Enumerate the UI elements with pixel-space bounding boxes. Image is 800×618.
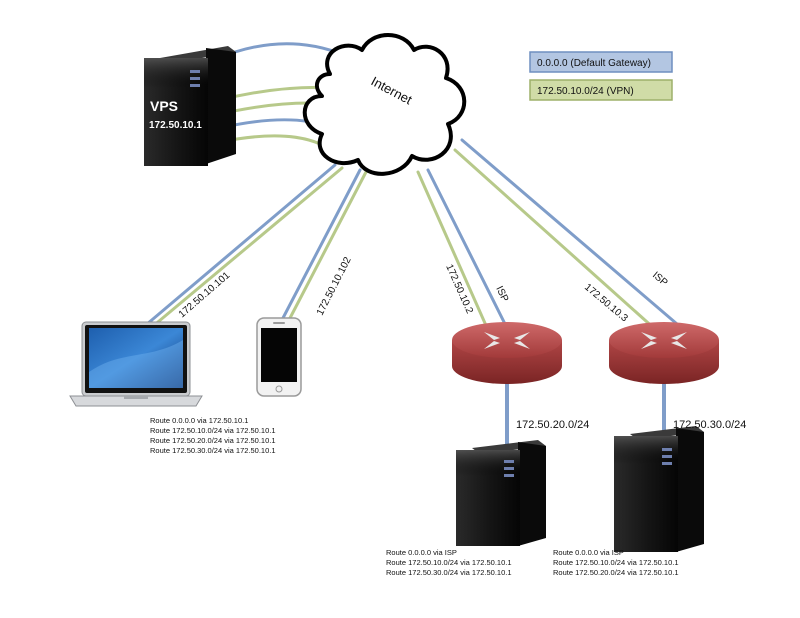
site1-route-table: Route 0.0.0.0 via ISP Route 172.50.10.0/… [386, 548, 512, 577]
site2-server [614, 426, 704, 552]
vps-server: VPS 172.50.10.1 [144, 46, 236, 166]
vps-drive-light-3 [190, 84, 200, 87]
vps-title: VPS [150, 98, 178, 114]
router-2-arrows-icon [641, 332, 687, 349]
router1-vpn-link [416, 170, 490, 332]
site2-route-table: Route 0.0.0.0 via ISP Route 172.50.10.0/… [553, 548, 679, 577]
laptop-screen [89, 328, 183, 388]
laptop-route: Route 172.50.10.0/24 via 172.50.10.1 [150, 426, 276, 435]
legend: 0.0.0.0 (Default Gateway) 172.50.10.0/24… [529, 51, 673, 101]
phone-vpn-link [287, 170, 368, 322]
laptop-vpn-link [144, 166, 344, 334]
site1-server [456, 440, 546, 546]
router2-vpn-link [453, 148, 658, 332]
site2-drive-light-2 [662, 455, 672, 458]
site1-route: Route 172.50.30.0/24 via 172.50.10.1 [386, 568, 512, 577]
router1-isp-link [426, 168, 510, 332]
link-labels: 172.50.10.101 172.50.10.102 172.50.10.2 … [177, 255, 670, 325]
site1-route: Route 0.0.0.0 via ISP [386, 548, 457, 557]
legend-gateway-swatch [529, 51, 673, 73]
smartphone [256, 317, 302, 397]
router-1 [452, 322, 562, 384]
site1-drive-light-3 [504, 474, 514, 477]
vps-drive-light-2 [190, 77, 200, 80]
router-2 [609, 322, 719, 384]
phone-link-ip: 172.50.10.102 [315, 255, 354, 317]
site2-route: Route 172.50.10.0/24 via 172.50.10.1 [553, 558, 679, 567]
laptop [69, 321, 203, 407]
site2-subnet: 172.50.30.0/24 [673, 419, 746, 431]
site2-drive-light-1 [662, 448, 672, 451]
legend-vpn-swatch [529, 79, 673, 101]
router2-isp-label: ISP [650, 270, 670, 289]
vps-drive-light-1 [190, 70, 200, 73]
phone-gateway-link [281, 168, 362, 320]
internet-cloud: Internet [302, 33, 467, 176]
phone-home-button [275, 385, 283, 393]
laptop-link-ip: 172.50.10.101 [177, 270, 233, 321]
laptop-gateway-link [138, 163, 337, 332]
router1-isp-label: ISP [493, 284, 510, 304]
site2-drive-light-3 [662, 462, 672, 465]
router-1-arrows-icon [484, 332, 530, 349]
laptop-route: Route 0.0.0.0 via 172.50.10.1 [150, 416, 248, 425]
laptop-route-table: Route 0.0.0.0 via 172.50.10.1 Route 172.… [150, 416, 276, 455]
site1-route: Route 172.50.10.0/24 via 172.50.10.1 [386, 558, 512, 567]
legend-vpn-label: 172.50.10.0/24 (VPN) [537, 86, 634, 97]
site2-route: Route 0.0.0.0 via ISP [553, 548, 624, 557]
router2-vpn-ip: 172.50.10.3 [582, 282, 630, 325]
site1-subnet: 172.50.20.0/24 [516, 419, 589, 431]
connection-lines [138, 42, 686, 452]
phone-screen [261, 328, 297, 382]
site2-route: Route 172.50.20.0/24 via 172.50.10.1 [553, 568, 679, 577]
laptop-route: Route 172.50.30.0/24 via 172.50.10.1 [150, 446, 276, 455]
site1-drive-light-1 [504, 460, 514, 463]
site1-drive-light-2 [504, 467, 514, 470]
vps-ip: 172.50.10.1 [149, 120, 202, 131]
laptop-route: Route 172.50.20.0/24 via 172.50.10.1 [150, 436, 276, 445]
router2-isp-link [460, 138, 686, 332]
legend-gateway-label: 0.0.0.0 (Default Gateway) [537, 58, 651, 69]
